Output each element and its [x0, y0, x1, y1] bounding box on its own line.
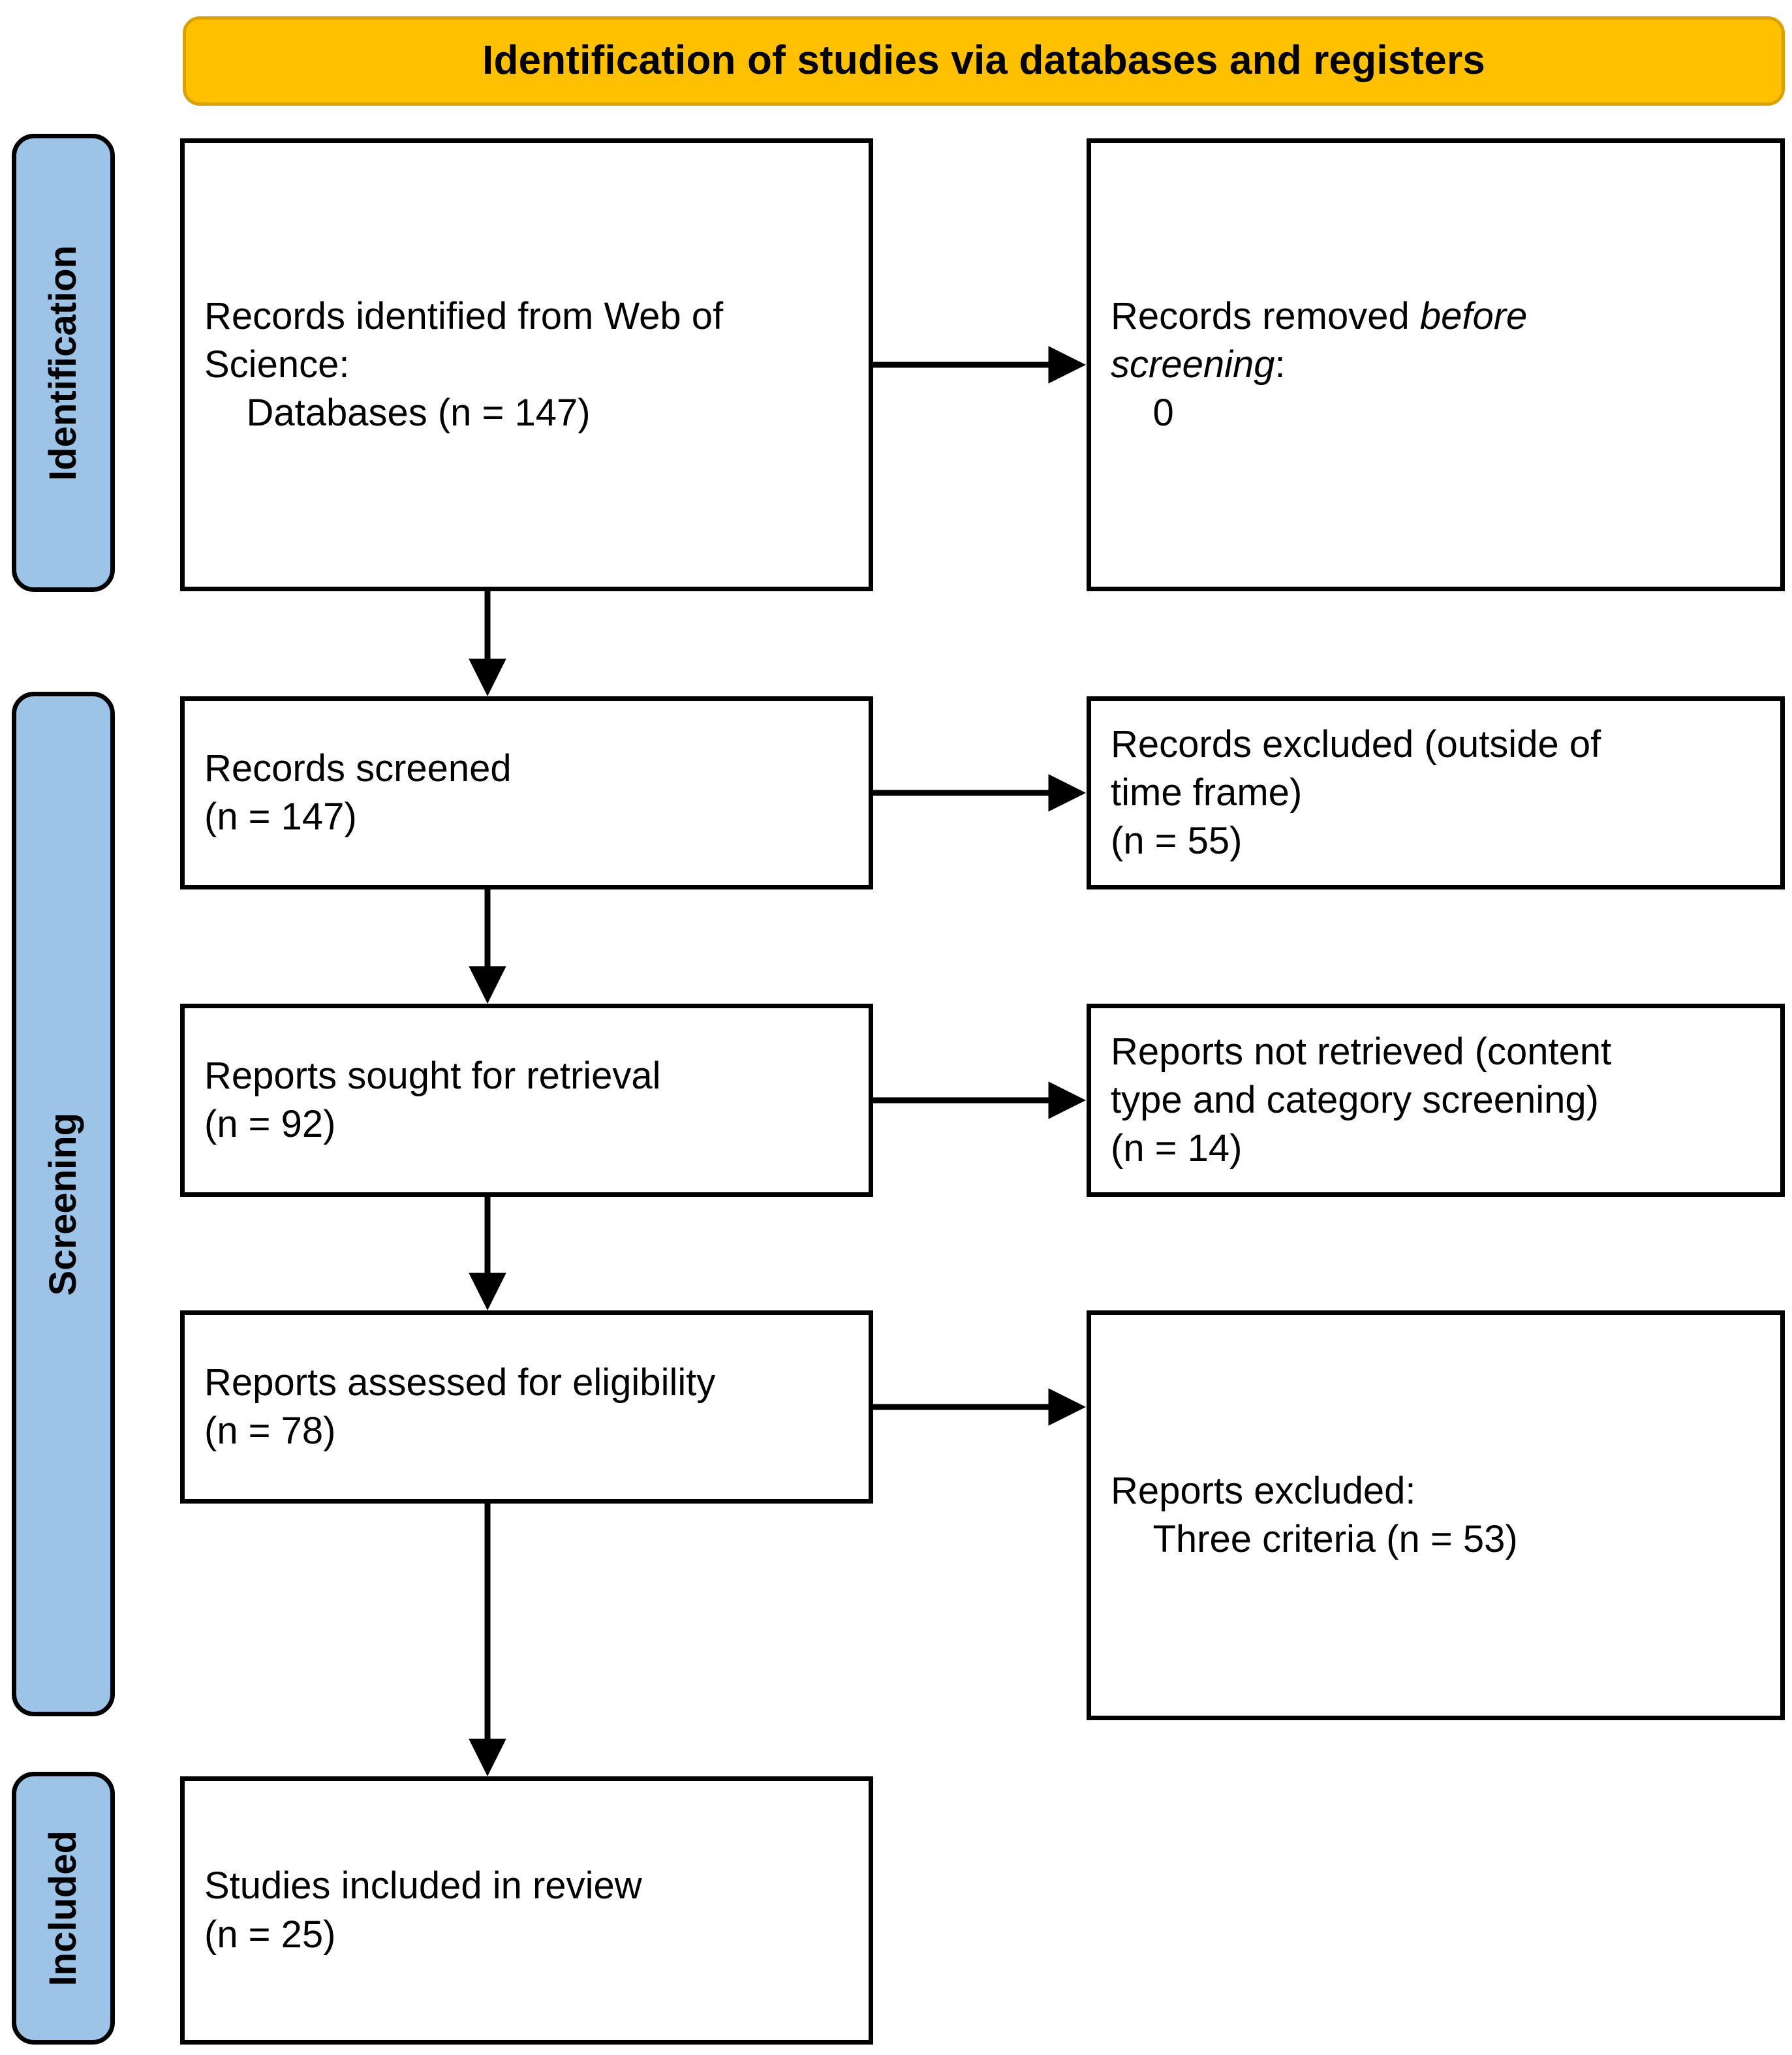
- records-excluded-line2: time frame): [1111, 771, 1303, 814]
- stage-label-included: Included: [42, 1830, 84, 1986]
- reports-not-retrieved-line1: Reports not retrieved (content: [1111, 1030, 1612, 1073]
- box-records-excluded-time-frame: Records excluded (outside of time frame)…: [1087, 696, 1785, 889]
- box-records-removed: Records removed before screening: 0: [1087, 138, 1785, 591]
- reports-not-retrieved-line2: type and category screening): [1111, 1078, 1599, 1121]
- reports-excluded-line2: Three criteria (n = 53): [1111, 1518, 1518, 1560]
- records-removed-line3: 0: [1111, 392, 1174, 435]
- records-removed-line1-italic: before: [1419, 294, 1528, 337]
- records-removed-line1-prefix: Records removed: [1111, 294, 1420, 337]
- box-records-screened-text: Records screened (n = 147): [185, 745, 869, 841]
- reports-assessed-line2: (n = 78): [204, 1410, 336, 1452]
- box-records-identified: Records identified from Web of Science: …: [180, 138, 873, 591]
- box-records-excluded-time-frame-text: Records excluded (outside of time frame)…: [1091, 720, 1780, 866]
- box-reports-excluded: Reports excluded: Three criteria (n = 53…: [1087, 1310, 1785, 1720]
- diagram-title-banner: Identification of studies via databases …: [183, 16, 1785, 106]
- box-records-screened: Records screened (n = 147): [180, 696, 873, 889]
- stage-label-screening: Screening: [42, 1112, 84, 1296]
- records-excluded-line1: Records excluded (outside of: [1111, 722, 1601, 765]
- box-reports-assessed-text: Reports assessed for eligibility (n = 78…: [185, 1359, 869, 1455]
- studies-included-line2: (n = 25): [204, 1913, 336, 1956]
- box-records-removed-text: Records removed before screening: 0: [1091, 292, 1780, 438]
- stage-band-identification: Identification: [12, 134, 115, 592]
- box-reports-excluded-text: Reports excluded: Three criteria (n = 53…: [1091, 1467, 1780, 1564]
- records-removed-line2-suffix: :: [1274, 343, 1286, 386]
- reports-not-retrieved-line3: (n = 14): [1111, 1127, 1243, 1170]
- records-screened-line2: (n = 147): [204, 796, 357, 838]
- diagram-title-text: Identification of studies via databases …: [482, 38, 1485, 84]
- box-reports-assessed: Reports assessed for eligibility (n = 78…: [180, 1310, 873, 1504]
- box-reports-not-retrieved: Reports not retrieved (content type and …: [1087, 1004, 1785, 1197]
- records-identified-line3: Databases (n = 147): [204, 392, 591, 435]
- reports-sought-line2: (n = 92): [204, 1103, 336, 1145]
- records-identified-line1: Records identified from Web of: [204, 294, 724, 337]
- reports-excluded-line1: Reports excluded:: [1111, 1469, 1416, 1512]
- box-reports-sought: Reports sought for retrieval (n = 92): [180, 1004, 873, 1197]
- box-studies-included: Studies included in review (n = 25): [180, 1776, 873, 2045]
- records-screened-line1: Records screened: [204, 747, 512, 790]
- stage-label-identification: Identification: [42, 245, 84, 481]
- reports-assessed-line1: Reports assessed for eligibility: [204, 1361, 716, 1404]
- stage-band-screening: Screening: [12, 692, 115, 1716]
- stage-band-included: Included: [12, 1772, 115, 2045]
- records-excluded-line3: (n = 55): [1111, 820, 1243, 863]
- records-identified-line2: Science:: [204, 343, 350, 386]
- box-records-identified-text: Records identified from Web of Science: …: [185, 292, 869, 438]
- records-removed-line2-italic: screening: [1111, 343, 1275, 386]
- box-reports-sought-text: Reports sought for retrieval (n = 92): [185, 1052, 869, 1149]
- studies-included-line1: Studies included in review: [204, 1864, 642, 1908]
- box-studies-included-text: Studies included in review (n = 25): [185, 1862, 869, 1958]
- reports-sought-line1: Reports sought for retrieval: [204, 1054, 661, 1097]
- box-reports-not-retrieved-text: Reports not retrieved (content type and …: [1091, 1028, 1780, 1173]
